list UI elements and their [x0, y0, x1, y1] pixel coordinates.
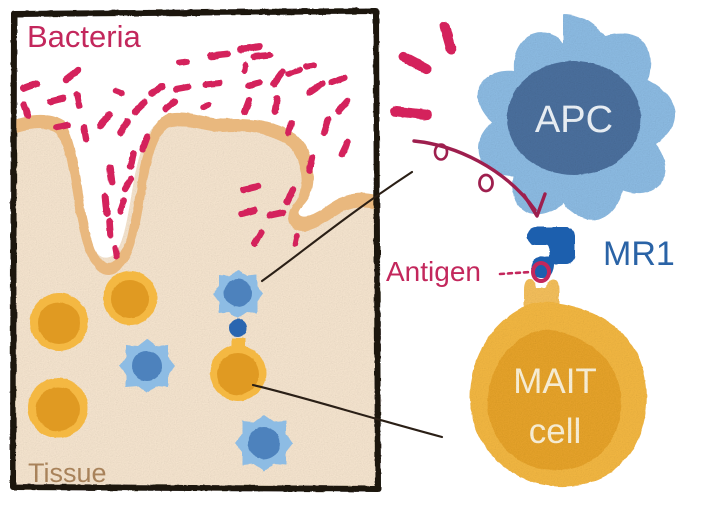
- apc-label: APC: [535, 99, 613, 141]
- bacteria-label: Bacteria: [27, 19, 141, 54]
- mait-label-line2: cell: [529, 412, 582, 451]
- leader-line-mait: [251, 383, 444, 439]
- apc-cell: APC: [478, 14, 676, 221]
- antigen-ring-outer: [433, 143, 449, 161]
- molecular-detail-panel: APC MR1 Antigen: [386, 14, 676, 487]
- apc-cell-interacting: [213, 270, 263, 318]
- mait-cell-tissue: [28, 378, 88, 438]
- bacteria-group: [19, 43, 352, 259]
- antigen-ring-inner: [478, 173, 494, 193]
- tissue-mait-cells: [28, 271, 157, 438]
- mait-nucleus: [487, 330, 622, 470]
- mait-cell-interacting: [210, 338, 266, 401]
- mait-cell: MAIT cell: [470, 279, 647, 487]
- mait-label-line1: MAIT: [513, 362, 597, 401]
- free-bacteria-group: [390, 21, 457, 120]
- epithelium-surface: [12, 112, 377, 275]
- apc-cell-tissue: [119, 339, 175, 393]
- antigen-ring: [531, 261, 551, 283]
- panel-border: [10, 8, 381, 492]
- tissue-body: [12, 117, 377, 490]
- mait-cell-tissue: [30, 293, 88, 351]
- arrow-head: [522, 192, 547, 218]
- leader-lines: [251, 170, 444, 439]
- tissue-panel: Bacteria Tissue: [10, 8, 381, 492]
- antigen-label: Antigen: [386, 256, 481, 287]
- apc-nucleus: [507, 61, 641, 175]
- leader-line-apc: [260, 170, 414, 283]
- antigen-connector: [498, 270, 533, 276]
- tissue-apc-cells: [119, 339, 293, 471]
- mr1-molecule-small: [229, 319, 247, 337]
- mr1-label: MR1: [603, 235, 675, 273]
- tissue-label: Tissue: [28, 458, 107, 488]
- mait-cell-tissue: [103, 271, 157, 325]
- uptake-arrow: [412, 139, 547, 218]
- apc-cell-tissue: [235, 415, 293, 471]
- apc-mait-interaction-pair: [210, 270, 266, 401]
